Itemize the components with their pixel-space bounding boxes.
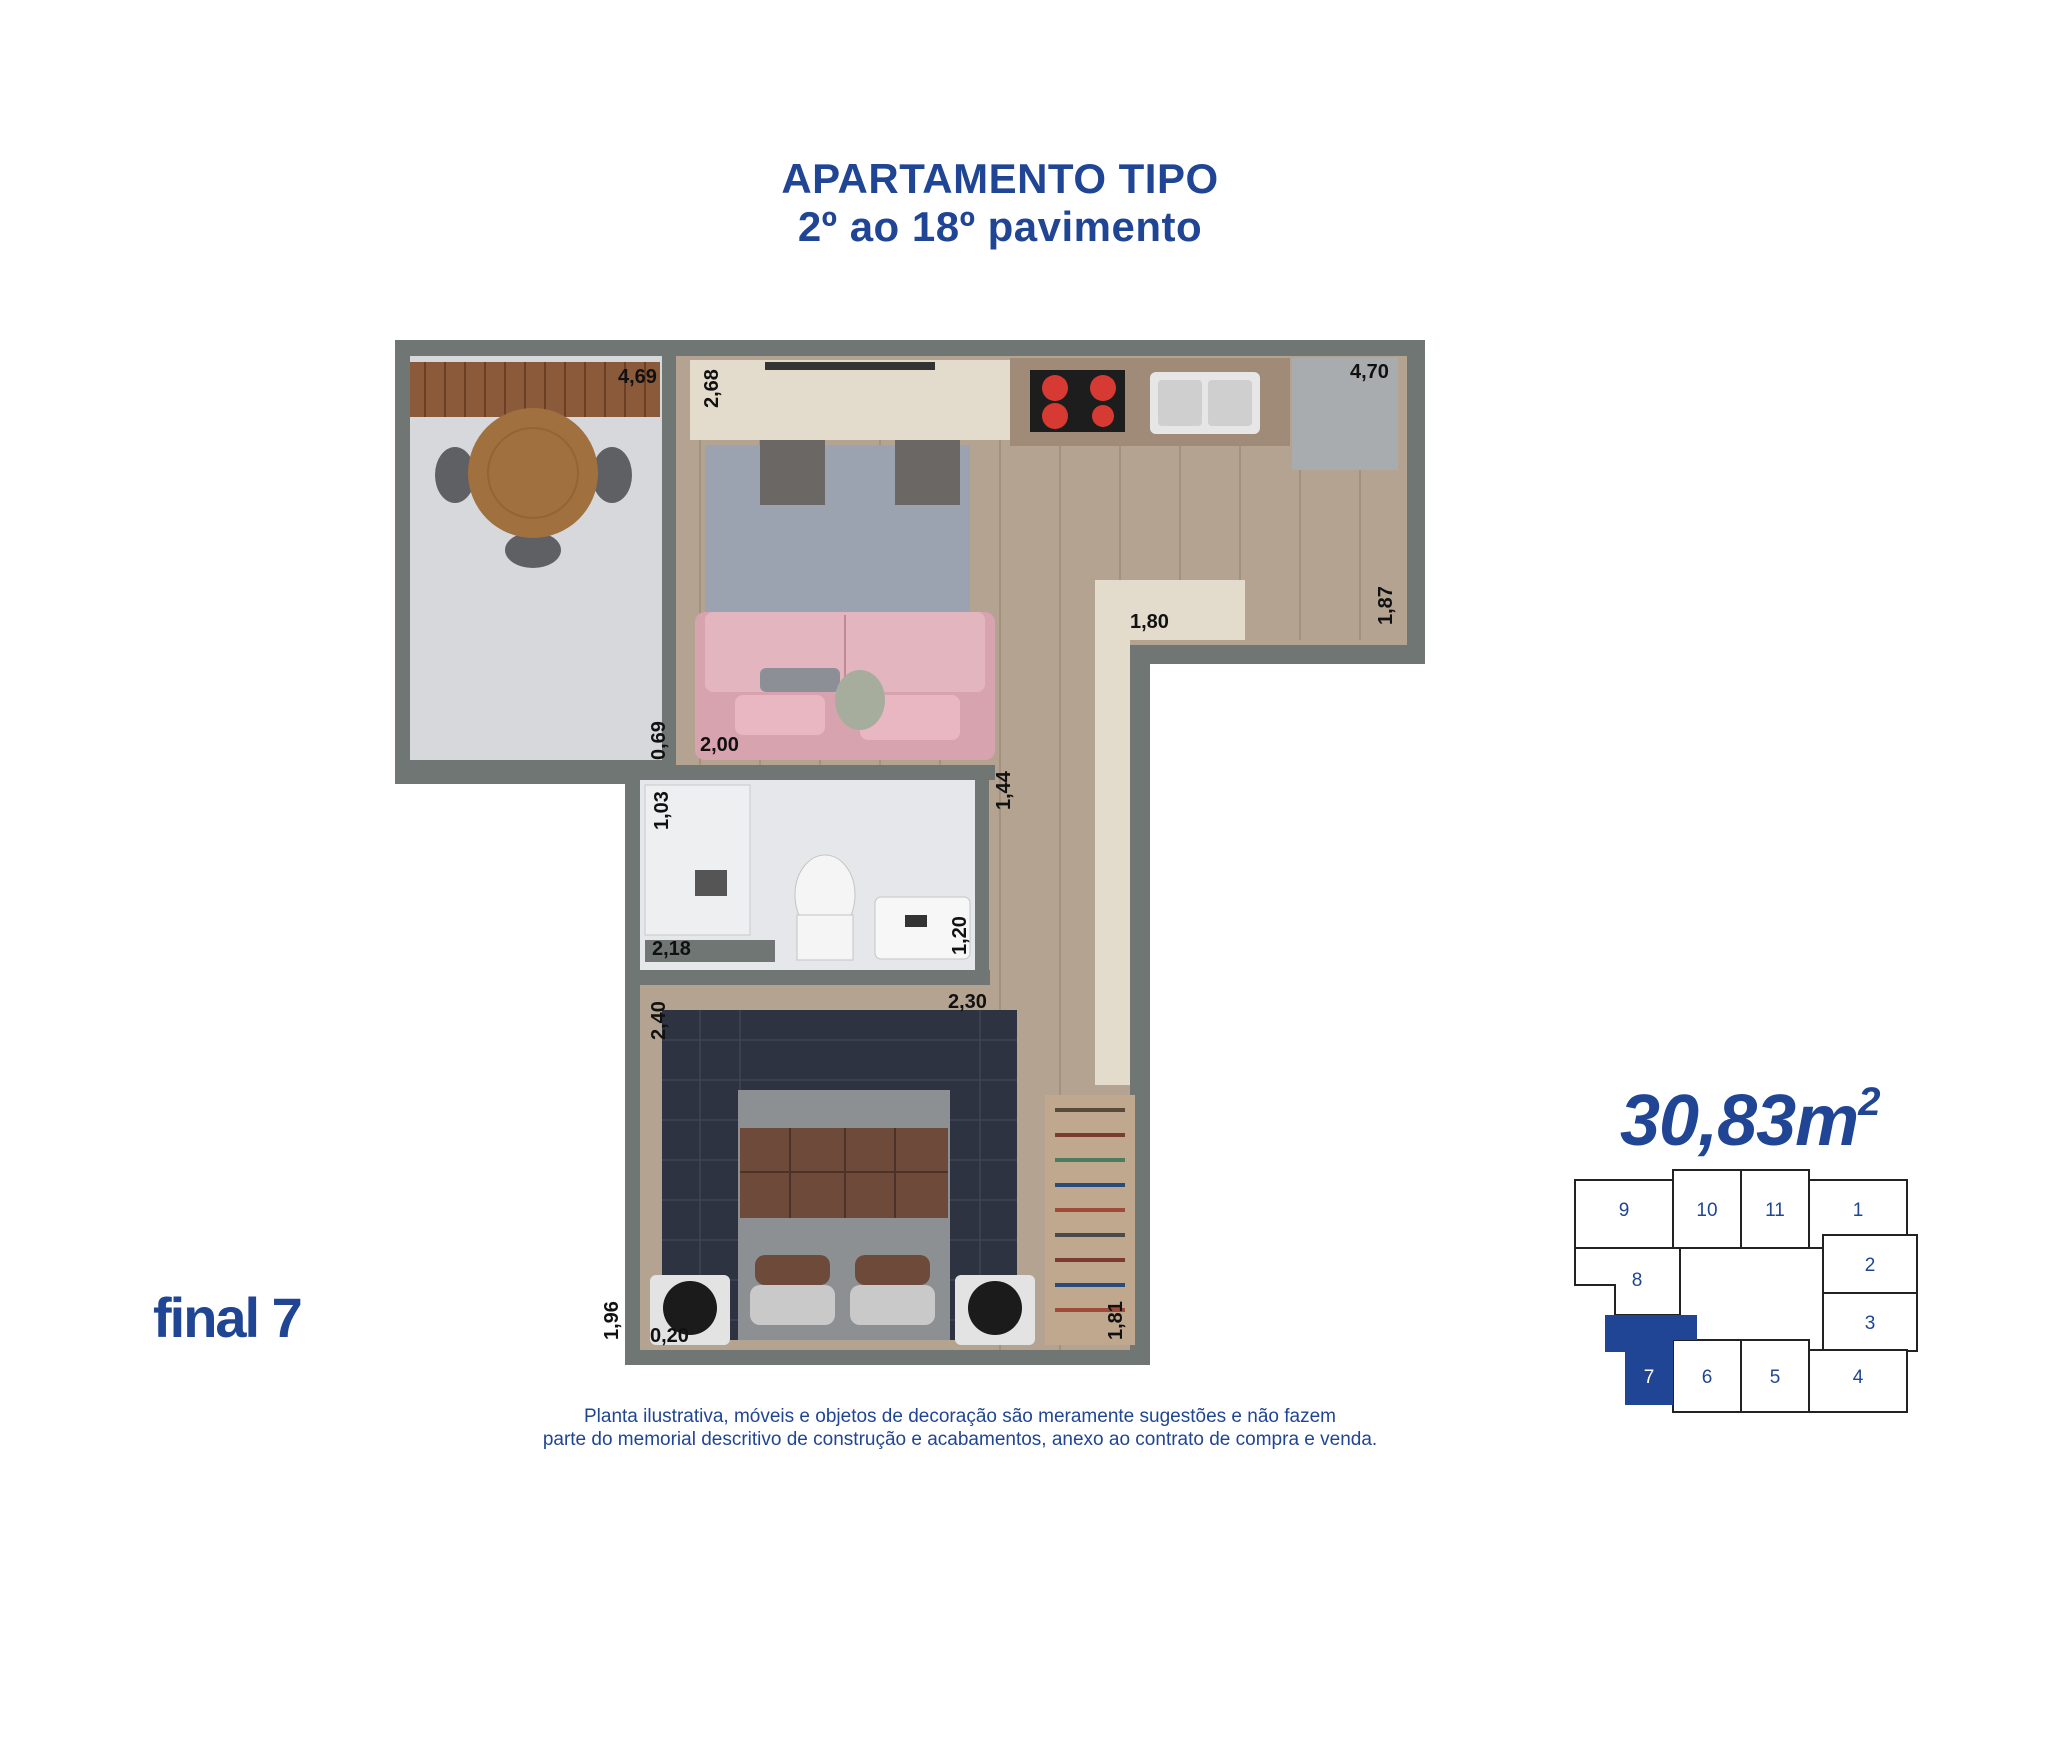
throw-pillow-sage (835, 670, 885, 730)
lamp-left (663, 1281, 717, 1335)
dim-bed-depth: 2,40 (648, 1001, 670, 1040)
balcony-chair-bottom (505, 532, 561, 568)
key-label-8: 8 (1632, 1270, 1643, 1291)
dim-bed-width: 2,30 (948, 991, 987, 1013)
key-label-5: 5 (1770, 1367, 1781, 1388)
bed-pillow-right (850, 1285, 935, 1325)
dim-closet-width: 0,20 (650, 1325, 689, 1347)
dim-bath-sink: 1,20 (949, 916, 971, 955)
unit-area: 30,83m2 (1620, 1080, 1880, 1162)
key-label-10: 10 (1696, 1200, 1717, 1221)
dim-balcony-step: 0,69 (648, 721, 670, 760)
key-label-7: 7 (1644, 1367, 1655, 1388)
lamp-right (968, 1281, 1022, 1335)
key-unit-2 (1822, 1234, 1918, 1294)
dim-kitchen-width: 4,70 (1350, 361, 1389, 383)
sofa-cushion-left (735, 695, 825, 735)
key-label-3: 3 (1865, 1313, 1876, 1334)
key-label-1: 1 (1853, 1200, 1864, 1221)
key-unit-11 (1740, 1169, 1810, 1249)
balcony-deck (410, 362, 660, 417)
disclaimer-line-2: parte do memorial descritivo de construç… (542, 1429, 1378, 1450)
dim-living-side: 1,44 (993, 770, 1015, 810)
bed-cushion-left (755, 1255, 830, 1285)
key-label-11: 11 (1765, 1200, 1785, 1221)
key-label-4: 4 (1853, 1367, 1864, 1388)
bath-counter (645, 940, 775, 962)
shower-area (644, 784, 751, 936)
key-unit-8 (1574, 1247, 1681, 1316)
disclaimer-line-1: Planta ilustrativa, móveis e objetos de … (584, 1406, 1336, 1427)
wall-bath-right (975, 780, 989, 985)
title-line-1: APARTAMENTO TIPO (781, 155, 1219, 202)
bed-cushion-right (855, 1255, 930, 1285)
dim-bath-width: 2,18 (652, 938, 691, 960)
unit-label: final 7 (153, 1286, 303, 1349)
bed-pillow-left (750, 1285, 835, 1325)
burner-4 (1092, 405, 1114, 427)
sofa-cushion-right (860, 695, 960, 740)
burner-1 (1042, 375, 1068, 401)
dim-kitchen-depth: 2,68 (701, 369, 723, 408)
faucet (905, 915, 927, 927)
sink-bowl-1 (1158, 380, 1202, 426)
fridge (1292, 358, 1398, 470)
wall-bath-bottom (625, 970, 990, 985)
bar-counter (1095, 580, 1245, 1085)
wardrobe-clothes (1055, 1108, 1125, 1312)
burner-2 (1090, 375, 1116, 401)
table-grain (487, 427, 579, 519)
key-unit-4 (1808, 1349, 1908, 1413)
key-label-2: 2 (1865, 1255, 1876, 1276)
dim-living-width: 2,00 (700, 734, 739, 756)
area-unit: 2 (1858, 1080, 1880, 1124)
page-title: APARTAMENTO TIPO 2º ao 18º pavimento (0, 155, 2000, 251)
balcony-chair-left (435, 447, 475, 503)
key-label-9: 9 (1619, 1200, 1630, 1221)
disclaimer: Planta ilustrativa, móveis e objetos de … (470, 1405, 1450, 1451)
throw-pillow-grey (760, 668, 840, 692)
deck-slats (424, 362, 646, 417)
stool-right (895, 440, 960, 505)
kitchen-counter (690, 360, 1010, 440)
dim-closet-side: 1,81 (1105, 1301, 1127, 1340)
shower-valve (695, 870, 727, 896)
key-unit-7-highlight (1605, 1315, 1697, 1405)
range-hood (765, 362, 935, 370)
toilet-tank (796, 914, 854, 961)
key-unit-5 (1740, 1339, 1810, 1413)
bath-sink (874, 896, 971, 960)
balcony-chair-right (592, 447, 632, 503)
dim-corridor-depth: 1,87 (1375, 586, 1397, 625)
stool-left (760, 440, 825, 505)
dim-bath-depth: 1,03 (651, 791, 673, 830)
burner-3 (1042, 403, 1068, 429)
key-label-6: 6 (1702, 1367, 1713, 1388)
wall-balcony (662, 340, 676, 775)
title-line-2: 2º ao 18º pavimento (797, 203, 1203, 250)
wall-bath-top (625, 765, 995, 780)
key-unit-3 (1822, 1292, 1918, 1352)
blanket-quilt (740, 1128, 948, 1218)
dim-counter-width: 1,80 (1130, 611, 1169, 633)
key-unit-6 (1672, 1339, 1742, 1413)
dim-balcony-width: 4,69 (618, 366, 657, 388)
dim-closet-depth: 1,96 (601, 1301, 623, 1340)
sink-bowl-2 (1208, 380, 1252, 426)
area-value: 30,83m (1620, 1081, 1859, 1161)
